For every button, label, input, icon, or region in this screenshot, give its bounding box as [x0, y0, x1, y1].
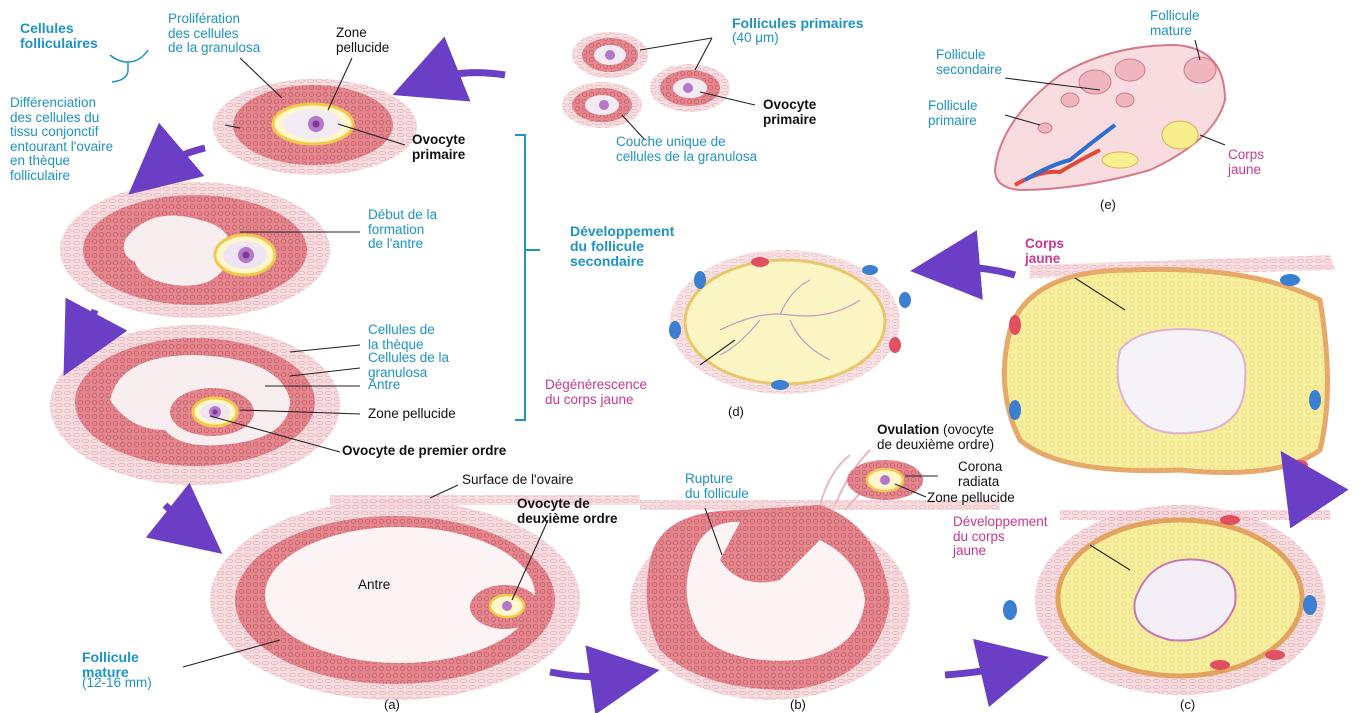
arrow-right-up [1300, 480, 1307, 515]
label-rupture: Rupture du follicule [685, 472, 749, 501]
label-corps-jaune-big: Corps jaune [1025, 237, 1064, 266]
label-ovocyte-premier-ordre: Ovocyte de premier ordre [342, 444, 506, 459]
primary-follicles-group [562, 32, 730, 128]
label-ovocyte-primaire-2: Ovocyte primaire [763, 98, 816, 127]
caption-b: (b) [790, 698, 806, 713]
label-follicules-primaires: Follicules primaires [732, 16, 864, 31]
label-follicules-primaires-size: (40 μm) [732, 31, 779, 46]
label-ovocyte-deuxieme: Ovocyte de deuxième ordre [517, 497, 618, 526]
label-zone-pellucide-top: Zone pellucide [336, 26, 389, 55]
corpus-luteum [1004, 255, 1335, 473]
label-proliferation: Prolifération des cellules de la granulo… [168, 12, 260, 56]
arrow-bottom-2 [945, 665, 1015, 675]
label-couche-unique: Couche unique de cellules de la granulos… [616, 135, 757, 164]
ovulated-oocyte [847, 460, 923, 500]
label-ovulation-bold: Ovulation [877, 422, 939, 437]
caption-c: (c) [1180, 698, 1195, 713]
follicle-secondary [50, 325, 340, 485]
arrow-to-d [945, 267, 1015, 275]
follicle-early-antrum [60, 182, 330, 318]
caption-d: (d) [728, 405, 744, 420]
label-ovulation: Ovulation (ovocyte de deuxième ordre) [877, 423, 994, 452]
arrow-bottom-1 [550, 672, 625, 677]
label-developpement-corps-jaune: Développement du corps jaune [953, 515, 1048, 559]
ovary-overview [995, 45, 1225, 190]
bracket-secondary-development [515, 135, 540, 420]
caption-e: (e) [1100, 198, 1116, 213]
label-follicule-secondaire-e: Follicule secondaire [936, 48, 1002, 77]
corpus-luteum-developing [1003, 505, 1330, 695]
corpus-luteum-degenerating [669, 250, 911, 394]
label-antre-2: Antre [358, 578, 390, 593]
arrow-left-3 [165, 505, 195, 532]
label-cellules-folliculaires: Cellules folliculaires [20, 21, 98, 51]
label-corps-jaune-e: Corps jaune [1228, 148, 1264, 177]
label-zone-pellucide-mid: Zone pellucide [368, 407, 456, 422]
arrow-left-1 [155, 148, 205, 172]
label-follicule-mature-e: Follicule mature [1150, 9, 1200, 38]
label-cellules-theque: Cellules de la thèque [368, 323, 435, 352]
label-debut-antre: Début de la formation de l'antre [368, 208, 437, 252]
label-degenerescence: Dégénérescence du corps jaune [545, 378, 647, 407]
label-developpement-secondaire: Développement du follicule secondaire [570, 224, 674, 269]
label-cellules-granulosa: Cellules de la granulosa [368, 351, 449, 380]
caption-a: (a) [384, 698, 400, 713]
label-follicule-mature-size: (12-16 mm) [82, 676, 152, 691]
label-differenciation: Différenciation des cellules du tissu co… [10, 96, 113, 183]
label-zone-pellucide-c: Zone pellucide [927, 491, 1015, 506]
arrow-left-2 [80, 310, 95, 345]
label-follicule-primaire-e: Follicule primaire [928, 99, 978, 128]
label-ovocyte-primaire-1: Ovocyte primaire [412, 133, 465, 162]
label-corona-radiata: Corona radiata [958, 460, 1002, 489]
label-antre-1: Antre [368, 378, 400, 393]
follicle-primary-top [213, 79, 417, 175]
label-surface-ovaire: Surface de l'ovaire [462, 473, 573, 488]
brace-cellules-folliculaires [110, 50, 148, 82]
arrow-top [425, 73, 505, 82]
